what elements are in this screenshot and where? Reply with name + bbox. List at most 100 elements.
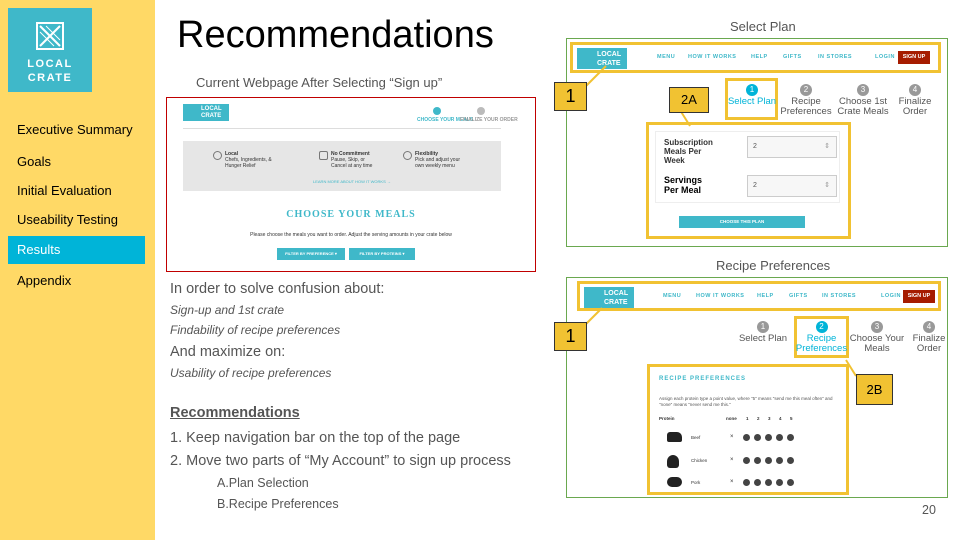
step-select-plan[interactable]: 1 Select Plan — [726, 84, 778, 107]
rating-dot[interactable] — [765, 434, 772, 441]
learn-more-link[interactable]: LEARN MORE ABOUT HOW IT WORKS → — [313, 179, 391, 184]
intro-line: In order to solve confusion about: — [170, 281, 385, 297]
feature-local: Local Chefs, Ingredients, & Hunger Relie… — [213, 151, 285, 169]
rating-dot[interactable] — [787, 434, 794, 441]
rating-dot[interactable] — [776, 457, 783, 464]
servings-per-meal-select[interactable]: 2⇕ — [747, 175, 837, 197]
sidebar-item-goals[interactable]: Goals — [17, 154, 51, 169]
nav-logo[interactable]: LOCAL CRATE — [577, 48, 627, 69]
nav-logo-line-2: CRATE — [597, 60, 621, 67]
recipe-preferences-title: RECIPE PREFERENCES — [659, 376, 747, 382]
nav-link-help[interactable]: HELP — [751, 54, 768, 60]
protein-name: Beef — [691, 435, 701, 440]
sidebar-item-executive-summary[interactable]: Executive Summary — [17, 122, 133, 137]
nav-link-login[interactable]: LOGIN — [881, 293, 901, 299]
rating-dot[interactable] — [776, 479, 783, 486]
nav-signup-button[interactable]: SIGN UP — [903, 290, 935, 303]
nav-bar-mockup-a: LOCAL CRATE MENU HOW IT WORKS HELP GIFTS… — [570, 42, 941, 73]
choose-meals-instruction: Please choose the meals you want to orde… — [250, 232, 452, 238]
current-logo: LOCAL CRATE — [183, 104, 229, 121]
step-highlight-b — [794, 316, 849, 358]
rating-dot[interactable] — [754, 457, 761, 464]
chevron-updown-icon: ⇕ — [824, 143, 830, 150]
rating-dot[interactable] — [743, 434, 750, 441]
features-band: Local Chefs, Ingredients, & Hunger Relie… — [183, 141, 501, 191]
chevron-updown-icon: ⇕ — [824, 182, 830, 189]
recommendation-1: 1. Keep navigation bar on the top of the… — [170, 430, 461, 446]
none-option-icon[interactable]: × — [730, 479, 734, 485]
step-number: 2 — [800, 84, 812, 96]
meals-per-week-label: Subscription Meals Per Week — [664, 138, 713, 165]
step-select-plan[interactable]: 1 Select Plan — [737, 321, 789, 344]
callout-pointer-2b — [845, 359, 857, 377]
nav-link-login[interactable]: LOGIN — [875, 54, 895, 60]
nav-logo[interactable]: LOCAL CRATE — [584, 287, 634, 308]
pig-icon — [667, 477, 682, 487]
step-choose-meals[interactable]: 3 Choose 1st Crate Meals — [833, 84, 893, 117]
step-number: 4 — [923, 321, 935, 333]
nav-link-how-it-works[interactable]: HOW IT WORKS — [696, 293, 745, 299]
step-number: 1 — [746, 84, 758, 96]
step-label: Choose Your Meals — [849, 333, 905, 354]
nav-link-in-stores[interactable]: IN STORES — [818, 54, 853, 60]
none-option-icon[interactable]: × — [730, 434, 734, 440]
column-header: 4 — [779, 416, 782, 421]
step-finalize-order[interactable]: 4 Finalize Order — [892, 84, 938, 117]
local-crate-logo[interactable]: LOCAL CRATE — [8, 8, 92, 92]
column-header: 3 — [768, 416, 771, 421]
recipe-preferences-caption: Recipe Preferences — [716, 258, 831, 273]
nav-link-menu[interactable]: MENU — [663, 293, 682, 299]
page-title: Recommendations — [177, 14, 494, 56]
step-choose-meals[interactable]: 3 Choose Your Meals — [848, 321, 906, 354]
rating-dot[interactable] — [743, 457, 750, 464]
nav-link-menu[interactable]: MENU — [657, 54, 676, 60]
filter-by-preference-button[interactable]: FILTER BY PREFERENCE ▾ — [277, 248, 345, 260]
rating-dot[interactable] — [787, 479, 794, 486]
step-label: Recipe Preferences — [780, 96, 832, 117]
none-option-icon[interactable]: × — [730, 457, 734, 463]
sidebar-item-appendix[interactable]: Appendix — [17, 273, 72, 288]
nav-logo-line-1: LOCAL — [604, 290, 629, 297]
current-step-1-label: CHOOSE YOUR MEALS — [417, 117, 474, 123]
step-finalize-order[interactable]: 4 Finalize Order — [907, 321, 951, 354]
rating-dot[interactable] — [754, 479, 761, 486]
feature-no-commitment: No Commitment Pause, Skip, or Cancel at … — [319, 151, 381, 169]
step-label: Select Plan — [727, 96, 777, 107]
rating-dot[interactable] — [787, 457, 794, 464]
filter-by-proteins-button[interactable]: FILTER BY PROTEINS ▾ — [349, 248, 415, 260]
nav-link-gifts[interactable]: GIFTS — [783, 54, 802, 60]
callout-pointer-2a — [679, 109, 691, 127]
nav-link-help[interactable]: HELP — [757, 293, 774, 299]
nav-logo-line-1: LOCAL — [597, 51, 622, 58]
feature-title: Local — [225, 151, 239, 157]
nav-link-how-it-works[interactable]: HOW IT WORKS — [688, 54, 737, 60]
step-recipe-preferences[interactable]: 2 Recipe Preferences — [795, 321, 848, 354]
current-step-2-label: FINALIZE YOUR ORDER — [460, 117, 518, 123]
nav-link-in-stores[interactable]: IN STORES — [822, 293, 857, 299]
rating-dot[interactable] — [765, 479, 772, 486]
issue-signup: Sign-up and 1st crate — [170, 303, 285, 317]
step-recipe-preferences[interactable]: 2 Recipe Preferences — [779, 84, 833, 117]
rating-dot[interactable] — [743, 479, 750, 486]
current-step-1-icon — [433, 107, 441, 115]
step-label: Recipe Preferences — [795, 333, 848, 354]
feature-text: Pause, Skip, or Cancel at any time — [331, 157, 373, 169]
select-plan-mockup: LOCAL CRATE MENU HOW IT WORKS HELP GIFTS… — [566, 38, 948, 247]
divider — [183, 128, 501, 129]
sidebar-item-results[interactable]: Results — [8, 236, 145, 264]
servings-per-meal-label: Servings Per Meal — [664, 175, 703, 195]
nav-signup-button[interactable]: SIGN UP — [898, 51, 930, 64]
rating-dot[interactable] — [754, 434, 761, 441]
meals-per-week-select[interactable]: 2⇕ — [747, 136, 837, 158]
none-column-header: none — [726, 416, 737, 421]
nav-link-gifts[interactable]: GIFTS — [789, 293, 808, 299]
rating-dot[interactable] — [765, 457, 772, 464]
rating-dot[interactable] — [776, 434, 783, 441]
recommendation-2: 2. Move two parts of “My Account” to sig… — [170, 453, 511, 469]
recommendation-2a: A.Plan Selection — [217, 476, 309, 490]
choose-plan-button[interactable]: CHOOSE THIS PLAN — [679, 216, 805, 228]
callout-2a: 2A — [669, 87, 709, 113]
sidebar-item-useability-testing[interactable]: Useability Testing — [17, 212, 118, 227]
sidebar-item-initial-evaluation[interactable]: Initial Evaluation — [17, 183, 112, 198]
